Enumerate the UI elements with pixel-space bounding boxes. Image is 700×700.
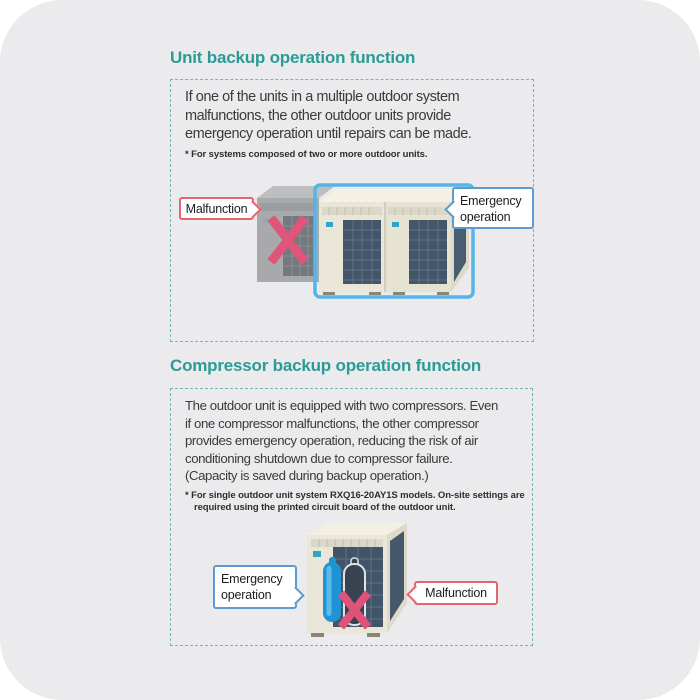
multi-unit-drawing	[257, 183, 475, 299]
daikin-logo	[263, 218, 269, 223]
working-compressor	[323, 557, 341, 622]
unit-backup-body: If one of the units in a multiple outdoo…	[185, 89, 472, 143]
malfunction-callout-label: Malfunction	[425, 586, 487, 600]
emergency-callout: Emergency operation	[213, 565, 305, 609]
malfunction-cross-icon	[337, 590, 372, 630]
malfunction-callout: Malfunction	[179, 197, 262, 220]
compressor-backup-footnote: * For single outdoor unit system RXQ16-2…	[185, 489, 525, 513]
daikin-logo	[392, 222, 399, 227]
compressor-backup-heading: Compressor backup operation function	[170, 356, 482, 375]
emergency-callout-label: Emergency operation	[221, 572, 283, 602]
compressor-backup-body: The outdoor unit is equipped with two co…	[185, 398, 498, 483]
unit-backup-panel: If one of the units in a multiple outdoo…	[170, 79, 534, 342]
single-unit-drawing	[307, 523, 407, 637]
malfunction-callout: Malfunction	[406, 581, 498, 605]
emergency-highlight-outline	[313, 183, 475, 299]
unit-backup-footnote: * For systems composed of two or more ou…	[185, 148, 428, 160]
compressor-backup-illustration: Emergency operation Malfunction	[171, 515, 532, 645]
unit-backup-illustration: Malfunction Emergency operation	[171, 178, 534, 332]
daikin-logo	[313, 551, 321, 557]
emergency-units	[319, 189, 469, 295]
compressor-backup-panel: The outdoor unit is equipped with two co…	[170, 388, 533, 646]
emergency-callout: Emergency operation	[444, 187, 534, 229]
unit-backup-heading: Unit backup operation function	[170, 48, 416, 67]
malfunction-cross-icon	[267, 215, 309, 265]
daikin-logo	[326, 222, 333, 227]
malfunction-callout-label: Malfunction	[185, 201, 248, 216]
emergency-callout-label: Emergency operation	[460, 194, 522, 224]
